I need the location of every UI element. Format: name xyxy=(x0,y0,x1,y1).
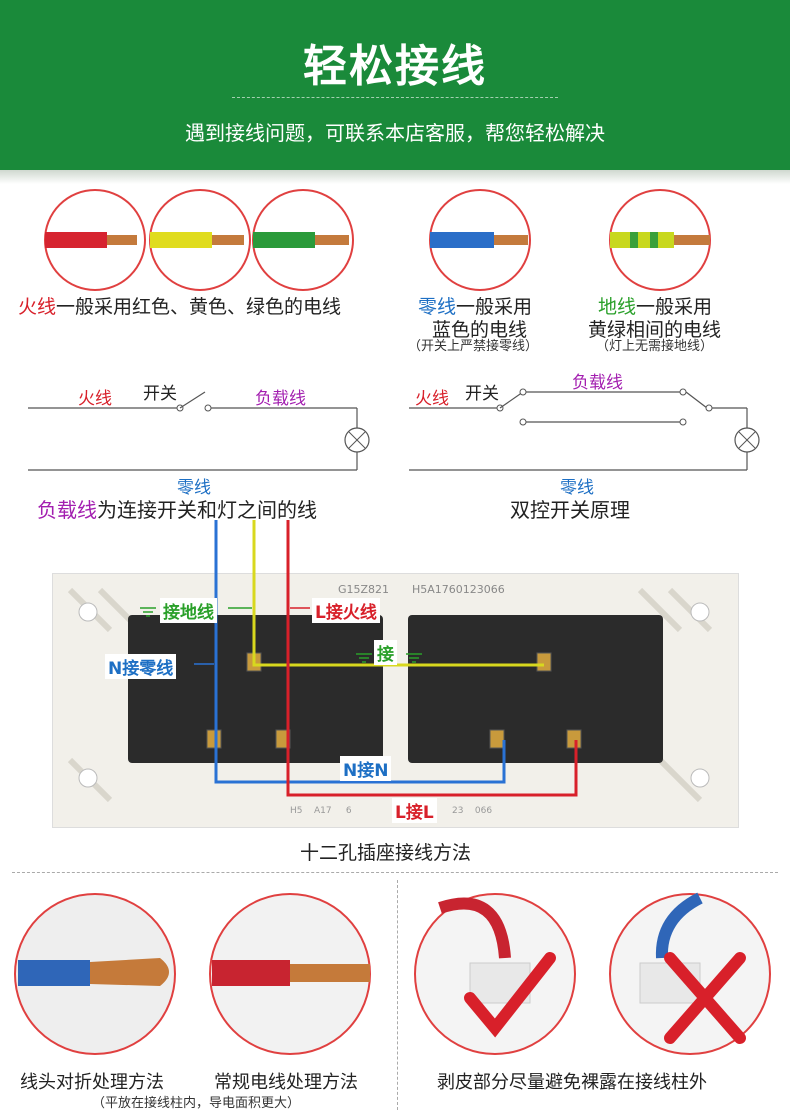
right-load-label: 负载线 xyxy=(572,373,623,393)
terminals xyxy=(206,652,582,749)
neutral-wire-caption: 零线一般采用 xyxy=(418,292,532,319)
ground-wire-caption-2: 黄绿相间的电线 xyxy=(588,319,722,341)
ground-wire-caption: 地线一般采用 xyxy=(598,292,712,319)
neutral-wire-caption-2: 蓝色的电线 xyxy=(432,319,528,341)
load-wire-term: 负载线 xyxy=(37,498,97,522)
socket-wiring-diagram xyxy=(67,520,713,803)
ground-wire-term: 地线 xyxy=(598,296,637,318)
ground-wire-label: 接地线 xyxy=(160,598,217,623)
header-shadow xyxy=(0,170,790,184)
red-wire-circle xyxy=(44,189,146,291)
folded-wire-circle xyxy=(14,893,176,1055)
check-mark-icon xyxy=(464,952,556,1038)
ground-bridge-label: 接 xyxy=(374,640,397,665)
switch-contact xyxy=(705,404,713,412)
switch-contact xyxy=(519,418,527,426)
right-fire-label: 火线 xyxy=(415,389,449,409)
l-to-l-label: L接L xyxy=(392,798,437,823)
double-switch-circuit xyxy=(409,388,760,471)
yellow-wire-circle xyxy=(149,189,251,291)
wire-color-circles xyxy=(44,189,711,291)
print-segment: 066 xyxy=(474,806,493,816)
print-segment: 6 xyxy=(345,806,352,816)
left-circuit-caption: 负载线为连接开关和灯之间的线 xyxy=(37,494,317,523)
cross-mark-icon xyxy=(664,952,746,1044)
screw-hole xyxy=(78,602,98,622)
left-neutral-label: 零线 xyxy=(177,478,211,498)
screw-hole xyxy=(78,768,98,788)
section-divider xyxy=(12,872,778,873)
ground-wire-note: （灯上无需接地线） xyxy=(596,339,714,354)
screw-hole xyxy=(690,602,710,622)
switch-contact xyxy=(519,388,527,396)
switch-contact xyxy=(679,388,687,396)
green-wire-circle xyxy=(252,189,354,291)
n-to-n-label: N接N xyxy=(340,756,392,781)
yellow-ground-wire xyxy=(252,520,544,667)
page-title: 轻松接线 xyxy=(303,41,487,92)
left-socket-module xyxy=(128,615,383,763)
ground-wire-desc: 一般采用 xyxy=(636,296,713,318)
print-segment: 23 xyxy=(452,806,464,816)
socket-bottom-print: H5 A17 6 xyxy=(290,806,352,816)
switch-contact xyxy=(679,418,687,426)
right-circuit-caption: 双控开关原理 xyxy=(510,498,630,522)
socket-print-code: H5A1760123066 xyxy=(412,583,505,596)
fire-wire-desc: 一般采用红色、黄色、绿色的电线 xyxy=(56,296,342,318)
socket-caption: 十二孔插座接线方法 xyxy=(300,842,472,864)
switch-contact xyxy=(204,404,212,412)
socket-bottom-print-2: 23 066 xyxy=(452,806,492,816)
vertical-divider xyxy=(397,880,398,1110)
screw-hole xyxy=(690,768,710,788)
page-subtitle: 遇到接线问题，可联系本店客服，帮您轻松解决 xyxy=(185,121,605,145)
print-segment: A17 xyxy=(313,806,332,816)
single-switch-circuit xyxy=(28,391,370,471)
folded-wire-note: （平放在接线柱内，导电面积更大） xyxy=(92,1096,301,1111)
socket-print-model: G15Z821 xyxy=(338,583,390,596)
left-fire-label: 火线 xyxy=(78,389,112,409)
right-socket-module xyxy=(408,615,663,763)
blue-neutral-wire xyxy=(214,520,506,784)
neutral-wire-note: （开关上严禁接零线） xyxy=(408,339,539,354)
fire-wire-term: 火线 xyxy=(18,296,57,318)
regular-wire-circle xyxy=(209,893,371,1055)
red-fire-wire xyxy=(286,520,578,797)
yellow-green-wire-circle xyxy=(609,189,711,291)
correct-install-circle xyxy=(414,893,576,1055)
left-switch-label: 开关 xyxy=(143,384,177,404)
right-neutral-label: 零线 xyxy=(560,478,594,498)
fire-wire-label: L接火线 xyxy=(312,598,380,623)
neutral-wire-label: N接零线 xyxy=(105,654,177,679)
load-wire-desc: 为连接开关和灯之间的线 xyxy=(97,498,317,522)
fire-wire-caption: 火线一般采用红色、黄色、绿色的电线 xyxy=(18,292,341,319)
neutral-wire-desc: 一般采用 xyxy=(456,296,533,318)
incorrect-install-circle xyxy=(609,892,771,1055)
header-banner: 轻松接线 遇到接线问题，可联系本店客服，帮您轻松解决 xyxy=(0,0,790,170)
neutral-wire-term: 零线 xyxy=(418,296,457,318)
ground-icon xyxy=(140,607,422,663)
blue-wire-circle xyxy=(429,189,531,291)
title-divider xyxy=(232,97,558,98)
right-switch-label: 开关 xyxy=(465,384,499,404)
wire-handling-photos xyxy=(14,892,771,1055)
install-caption: 剥皮部分尽量避免裸露在接线柱外 xyxy=(437,1072,707,1093)
folded-wire-caption: 线头对折处理方法 xyxy=(20,1072,164,1093)
left-load-label: 负载线 xyxy=(255,389,306,409)
regular-wire-caption: 常规电线处理方法 xyxy=(214,1072,358,1093)
print-segment: H5 xyxy=(290,806,303,816)
